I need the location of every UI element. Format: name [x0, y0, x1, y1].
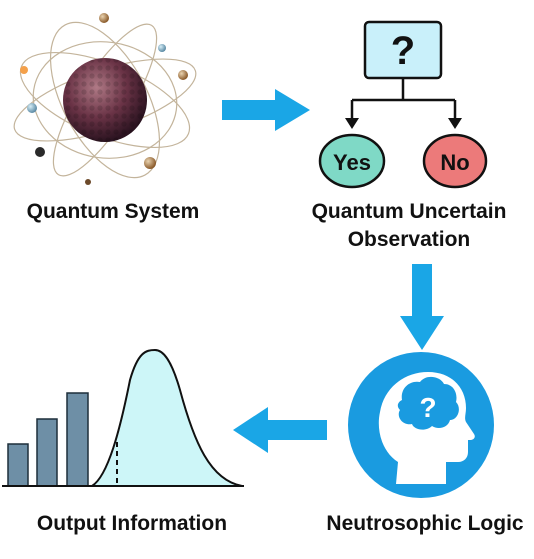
arrow-right: [222, 89, 310, 131]
quantum-system-label: Quantum System: [26, 200, 200, 223]
neutrosophic-logic-label: Neutrosophic Logic: [326, 512, 524, 535]
no-node: [422, 133, 488, 189]
yes-label: Yes: [333, 150, 371, 175]
distribution-curve: [88, 348, 243, 487]
output-information-label: Output Information: [36, 512, 228, 535]
arrow-down: [400, 264, 444, 350]
observation-label: Quantum Uncertain Observation: [296, 198, 522, 254]
electron-dot: [35, 147, 45, 157]
atom-illustration: [13, 13, 197, 185]
observation-label-line2: Observation: [347, 228, 471, 251]
bar-2: [36, 418, 58, 487]
no-label: No: [440, 150, 469, 175]
yes-node: [318, 133, 386, 189]
brain-question-mark: ?: [419, 392, 436, 423]
neutrosophic-head: ?: [348, 352, 494, 498]
bar-3: [66, 392, 89, 487]
bar-1: [7, 443, 29, 487]
electron-dot: [27, 103, 37, 113]
electron-dot: [178, 70, 188, 80]
electron-dot: [20, 66, 28, 74]
electron-dot: [158, 44, 166, 52]
arrow-left: [233, 407, 327, 453]
observation-label-line1: Quantum Uncertain: [311, 200, 507, 223]
electron-dot: [144, 157, 156, 169]
decision-tree: ? Yes No: [318, 20, 488, 189]
electron-dot: [99, 13, 109, 23]
question-mark: ?: [391, 29, 415, 73]
brain-icon: [397, 376, 459, 430]
electron-dot: [85, 179, 91, 185]
output-graph: [2, 348, 244, 487]
